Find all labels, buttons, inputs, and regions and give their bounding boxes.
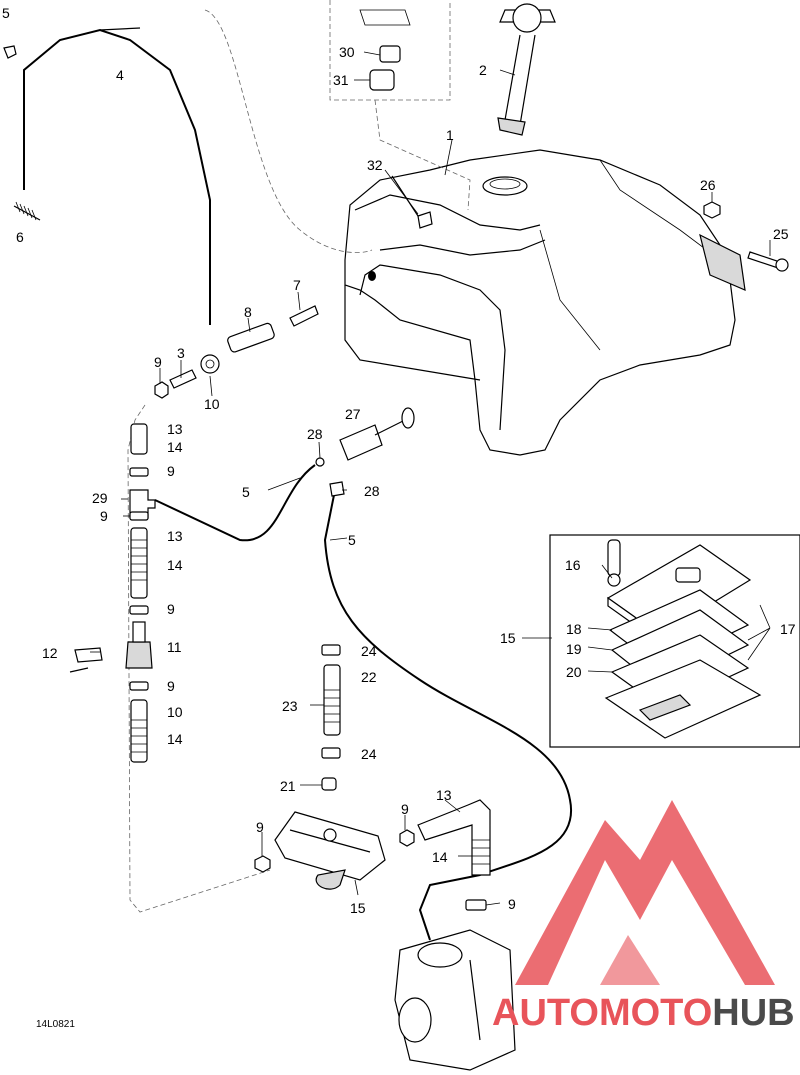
pump-hose <box>321 644 341 791</box>
callout-10: 10 <box>204 396 220 412</box>
callout-5-hose-right: 5 <box>348 532 356 548</box>
callout-15: 15 <box>350 900 366 916</box>
callout-11: 11 <box>167 639 182 655</box>
callout-32: 32 <box>367 157 383 173</box>
callout-27: 27 <box>345 406 361 422</box>
callout-14: 14 <box>167 439 183 455</box>
callout-2: 2 <box>479 62 487 78</box>
callout-26: 26 <box>700 177 716 193</box>
filter-clamp <box>69 647 103 673</box>
callout-24: 24 <box>361 643 377 659</box>
callout-22: 22 <box>361 669 377 685</box>
callout-16: 16 <box>565 557 581 573</box>
watermark-logo <box>515 800 775 985</box>
callout-21: 21 <box>280 778 296 794</box>
callout-14: 14 <box>432 849 448 865</box>
callout-23: 23 <box>282 698 298 714</box>
callout-9: 9 <box>256 819 264 835</box>
callout-13: 13 <box>167 528 183 544</box>
vent-tube <box>23 28 211 325</box>
fuel-hose <box>154 464 316 542</box>
callout-31: 31 <box>333 72 349 88</box>
reference-line <box>374 99 471 211</box>
fuel-tank <box>344 149 746 456</box>
callout-14: 14 <box>167 557 183 573</box>
callout-30: 30 <box>339 44 355 60</box>
nut <box>703 201 721 219</box>
callout-12: 12 <box>42 645 58 661</box>
inset-frame <box>549 534 800 748</box>
callout-19: 19 <box>566 641 582 657</box>
vent-cap <box>3 45 17 59</box>
callout-9: 9 <box>154 354 162 370</box>
reference-line <box>329 0 451 101</box>
pump-exploded-view <box>604 539 762 739</box>
callout-15: 15 <box>500 630 516 646</box>
fuel-line-left <box>125 381 169 763</box>
callout-9: 9 <box>167 601 175 617</box>
fuel-hose <box>323 489 573 941</box>
watermark-text: AUTOMOTOHUB <box>492 992 795 1034</box>
spring <box>13 201 41 221</box>
reference-line <box>204 9 373 254</box>
fuel-pump <box>254 811 386 890</box>
callout-20: 20 <box>566 664 582 680</box>
vent-tube-end <box>99 27 141 31</box>
grommet-assembly <box>359 9 411 91</box>
callout-7: 7 <box>293 277 301 293</box>
callout-18: 18 <box>566 621 582 637</box>
fuel-shutoff-valve <box>315 407 415 497</box>
callout-25: 25 <box>773 226 789 242</box>
callout-10: 10 <box>167 704 183 720</box>
callout-9: 9 <box>508 896 516 912</box>
callout-5-top: 5 <box>2 5 10 21</box>
callout-13: 13 <box>167 421 183 437</box>
callout-9: 9 <box>100 508 108 524</box>
bolt <box>747 251 789 272</box>
callout-9: 9 <box>401 801 409 817</box>
callout-24: 24 <box>361 746 377 762</box>
reference-line <box>127 404 271 913</box>
callout-8: 8 <box>244 304 252 320</box>
callout-4: 4 <box>116 67 124 83</box>
callout-3: 3 <box>177 345 185 361</box>
callout-1: 1 <box>446 127 454 143</box>
callout-5-hose-left: 5 <box>242 484 250 500</box>
fuel-fitting <box>169 305 319 389</box>
fuel-sender <box>497 3 556 136</box>
callout-28: 28 <box>307 426 323 442</box>
callout-14: 14 <box>167 731 183 747</box>
leader-lines <box>90 51 771 906</box>
callout-6: 6 <box>16 229 24 245</box>
callout-9: 9 <box>167 463 175 479</box>
carburetor <box>394 929 516 1071</box>
callout-13: 13 <box>436 787 452 803</box>
callout-29: 29 <box>92 490 108 506</box>
diagram-code: 14L0821 <box>36 1019 75 1030</box>
callout-28: 28 <box>364 483 380 499</box>
callout-17: 17 <box>780 621 796 637</box>
callout-9: 9 <box>167 678 175 694</box>
